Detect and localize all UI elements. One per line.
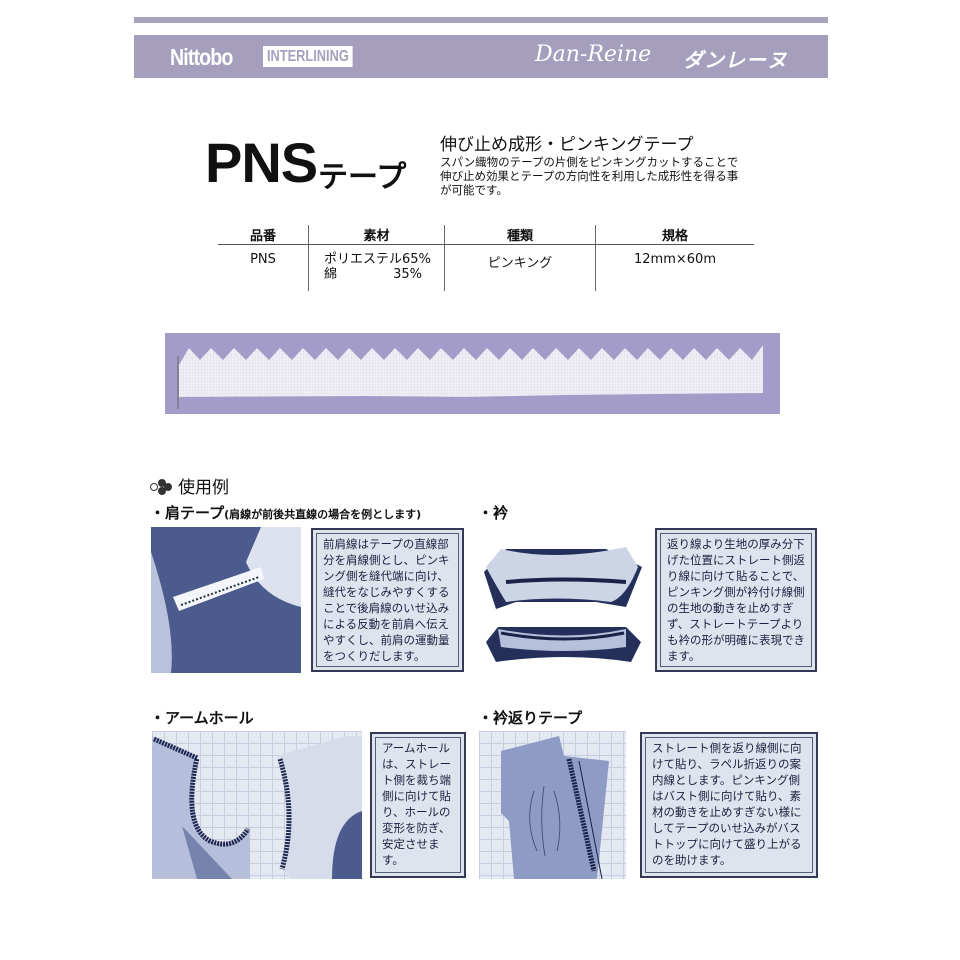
lapel-text-box: ストレート側を返り線側に向けて貼り、ラペル折返りの案内線とします。ピンキング側は… (640, 732, 818, 878)
usage-heading: 使用例 (150, 473, 229, 498)
pinking-tape-graphic (177, 345, 763, 409)
section-lapel-title: ・衿返りテープ (478, 709, 583, 727)
product-code-title: PNS (205, 131, 318, 194)
collar-photo (476, 527, 648, 677)
pinking-tape-sample-image (165, 333, 780, 414)
shoulder-illustration (151, 527, 301, 673)
material-cotton-pct: 35% (393, 267, 422, 282)
armhole-photo (152, 731, 362, 879)
brand-logo: Nittobo (170, 44, 233, 70)
section-shoulder-title: ・肩テープ(肩線が前後共直線の場合を例とします) (150, 502, 421, 523)
header-banner (134, 35, 828, 78)
product-line-logo: Dan-Reine (535, 42, 652, 67)
cell-code: PNS (250, 252, 276, 267)
clover-icon (150, 479, 172, 495)
product-line-kana: ダンレーヌ (683, 48, 788, 72)
product-description: スパン織物のテープの片側をピンキングカットすることで伸び止め効果とテープの方向性… (440, 155, 739, 197)
header-size: 規格 (595, 225, 754, 245)
product-subtitle: 伸び止め成形・ピンキングテープ (440, 135, 694, 155)
section-title: ・肩テープ (150, 504, 225, 522)
collar-text-box: 返り線より生地の厚み分下げた位置にストレート側返り線に向けて貼ることで、ピンキン… (655, 528, 817, 672)
material-line1: ポリエステル65% (324, 252, 431, 267)
header-code: 品番 (218, 225, 309, 245)
section-note: (肩線が前後共直線の場合を例とします) (224, 508, 422, 521)
shoulder-text-box: 前肩線はテープの直線部分を肩線側とし、ピンキング側を縫代端に向け、縫代をなじみや… (311, 528, 464, 672)
cell-size: 12mm×60m (595, 244, 754, 291)
material-cotton-label: 綿 (324, 267, 338, 282)
lapel-photo (479, 731, 626, 879)
brand-tag: INTERLINING (263, 46, 353, 67)
material-line2: 綿 35% (310, 267, 422, 282)
cell-material: ポリエステル65% 綿 35% (308, 244, 445, 291)
lapel-illustration (501, 736, 609, 879)
cell-type: ピンキング (444, 244, 596, 291)
header-material: 素材 (308, 225, 445, 245)
table-row: PNS ポリエステル65% 綿 35% ピンキング 12mm×60m (218, 244, 754, 291)
usage-heading-text: 使用例 (178, 478, 229, 498)
top-rule (134, 17, 828, 23)
section-collar-title: ・衿 (478, 504, 509, 522)
collar-illustration (484, 547, 642, 662)
product-title-kana: テープ (318, 160, 407, 195)
spec-table: 品番 素材 種類 規格 PNS ポリエステル65% 綿 35% ピンキング 12… (218, 225, 754, 291)
section-armhole-title: ・アームホール (150, 709, 254, 727)
shoulder-tape-photo (151, 527, 301, 673)
header-type: 種類 (444, 225, 596, 245)
armhole-text-box: アームホールは、ストレート側を裁ち端側に向けて貼り、ホールの変形を防ぎ、安定させ… (370, 732, 466, 878)
armhole-illustration (152, 736, 362, 879)
